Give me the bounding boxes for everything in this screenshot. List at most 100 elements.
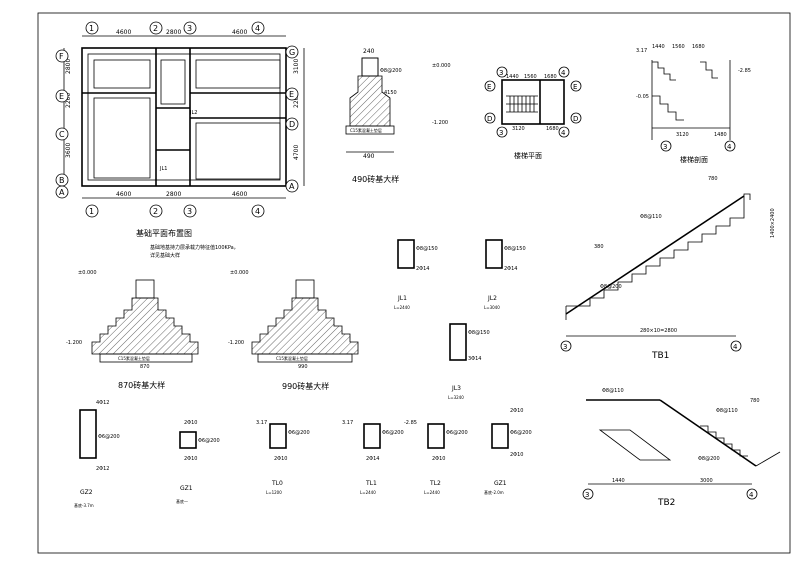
plan-label-jl2: JL2: [189, 110, 197, 116]
col-stirrup: Φ6@200: [382, 430, 404, 436]
plan-bot-dim-2: 2800: [166, 191, 181, 198]
col-note: L=1200: [266, 490, 282, 495]
s870-top: ±0.000: [78, 270, 97, 276]
tb1-top-dim: 780: [708, 176, 718, 182]
foundation-note: 基础地基持力层承载力特征值100KPa，: [150, 244, 239, 251]
col-level: -2.85: [404, 420, 417, 426]
s490-beam-h: 4150: [384, 90, 397, 96]
col-top: 2Φ10: [184, 420, 197, 426]
tb2-top-dim: 780: [750, 398, 760, 404]
section-990: ±0.000 -1.200 C15素混凝土垫层 990 990砖基大样: [228, 270, 359, 391]
axis-label: 4: [749, 491, 754, 499]
axis-label: 2: [153, 207, 158, 216]
axis-label: 2: [153, 24, 158, 33]
column-tl2: -2.85 Φ6@200 2Φ10 TL2 L=2440: [404, 420, 468, 495]
plan-axis-bubbles-right: G E D A: [285, 45, 299, 193]
axis-label: C: [59, 130, 65, 139]
tb2-rebar2: Φ8@200: [698, 456, 720, 462]
axis-label: A: [59, 188, 65, 197]
col-bot: 2Φ10: [432, 456, 445, 462]
s490-title: 490砖基大样: [352, 174, 399, 184]
column-gz1-b: 2Φ10 Φ6@200 2Φ10 GZ1 基底-2.0m: [484, 408, 532, 495]
stair-plan-dim: 1680: [544, 74, 557, 80]
axis-label: B: [59, 176, 65, 185]
section-870: ±0.000 -1.200 C15素混凝土垫层 870 870砖基大样: [66, 270, 199, 390]
stair-tb1: 780 380 Φ8@110 Φ8@200 280×10=2800 1400×2…: [560, 176, 776, 361]
axis-label: 4: [733, 343, 738, 351]
stair-level: -0.05: [636, 94, 649, 100]
axis-label: 3: [663, 143, 667, 151]
stair-section-title: 楼梯剖面: [680, 155, 708, 164]
col-bot: 2Φ10: [274, 456, 287, 462]
beam-jl2: Φ8@150 2Φ14 JL2 L=3040: [484, 239, 526, 310]
beam-jl1: Φ8@150 2Φ14 JL1 L=2440: [394, 239, 438, 310]
tb2-rebar1: Φ8@110: [602, 388, 624, 394]
axis-label: F: [59, 52, 64, 61]
beam-rebar-bot: 2Φ14: [416, 266, 429, 272]
beam-name: JL2: [487, 295, 497, 302]
tb2-dim: 3000: [700, 478, 713, 484]
col-bot: 2Φ10: [510, 452, 523, 458]
plan-bot-dim-3: 4600: [232, 191, 247, 198]
col-name: TL2: [429, 480, 441, 487]
col-note: 基底-2.0m: [484, 489, 504, 495]
axis-label: E: [289, 90, 294, 99]
col-name: GZ1: [180, 485, 193, 492]
s990-base: C15素混凝土垫层: [276, 355, 308, 361]
col-note: 基底-3.7m: [74, 502, 94, 508]
col-stirrup: Φ6@200: [446, 430, 468, 436]
beam-rebar-bot: 3Φ14: [468, 356, 481, 362]
stair-tb2: Φ8@110 Φ8@110 Φ8@200 780 1440 3000 3 4 T…: [582, 388, 781, 508]
beam-len: L=3240: [448, 395, 464, 400]
axis-label: A: [289, 182, 295, 191]
stair-sec-dim: 1440: [652, 44, 665, 50]
s490-top: ±0.000: [432, 63, 451, 69]
stair-sec-dim: 3120: [676, 132, 689, 138]
axis-label: 4: [255, 24, 260, 33]
plan-axis-bubbles-top: 1 2 3 4: [85, 21, 265, 35]
tb1-left-dim: 380: [594, 244, 604, 250]
col-top: 2Φ10: [510, 408, 523, 414]
col-top: 4Φ12: [96, 400, 109, 406]
axis-label: 3: [187, 207, 192, 216]
beam-stirrup: Φ8@150: [504, 246, 526, 252]
col-note: L=2440: [360, 490, 376, 495]
col-stirrup: Φ6@200: [198, 438, 220, 444]
tb2-dim: 1440: [612, 478, 625, 484]
beam-stirrup: Φ8@150: [468, 330, 490, 336]
axis-label: D: [289, 120, 295, 129]
foundation-note-2: 详见基础大样: [150, 252, 180, 259]
plan-bot-dim-1: 4600: [116, 191, 131, 198]
tb1-rebar2: Φ8@200: [600, 284, 622, 290]
column-gz1-a: 2Φ10 Φ6@200 2Φ10 GZ1 基底—: [176, 420, 220, 504]
s870-width: 870: [140, 364, 150, 370]
stair-level: -2.85: [738, 68, 751, 74]
col-name: GZ2: [80, 489, 93, 496]
plan-top-dim-2: 2800: [166, 29, 181, 36]
col-name: TL1: [365, 480, 377, 487]
axis-label: E: [59, 92, 64, 101]
col-name: GZ1: [494, 480, 507, 487]
s990-depth: -1.200: [228, 340, 244, 346]
s870-title: 870砖基大样: [118, 380, 165, 390]
plan-left-dim-1: 2800: [65, 59, 72, 74]
col-bot: 2Φ10: [184, 456, 197, 462]
col-stirrup: Φ6@200: [288, 430, 310, 436]
s490-depth: -1.200: [432, 120, 448, 126]
section-490: 240 ±0.000 -1.200 Φ8@200 4150 C15素混凝土垫层 …: [345, 48, 451, 184]
plan-left-dim-3: 3600: [65, 143, 72, 158]
beam-stirrup: Φ8@150: [416, 246, 438, 252]
stair-plan-dim: 3120: [512, 126, 525, 132]
beam-rebar-bot: 2Φ14: [504, 266, 517, 272]
stair-level: 3.17: [636, 48, 647, 54]
column-gz2: 4Φ12 Φ6@200 2Φ12 GZ2 基底-3.7m: [74, 400, 120, 508]
beam-len: L=3040: [484, 305, 500, 310]
col-stirrup: Φ6@200: [98, 434, 120, 440]
axis-label: 4: [561, 129, 566, 137]
stair-sec-dim: 1480: [714, 132, 727, 138]
stair-sec-dim: 1560: [672, 44, 685, 50]
plan-axis-bubbles-bottom: 1 2 3 4: [85, 204, 265, 218]
axis-label: 1: [89, 24, 94, 33]
foundation-plan: 4600 2800 4600 4600 2800 4600 2800 2200 …: [55, 21, 305, 259]
